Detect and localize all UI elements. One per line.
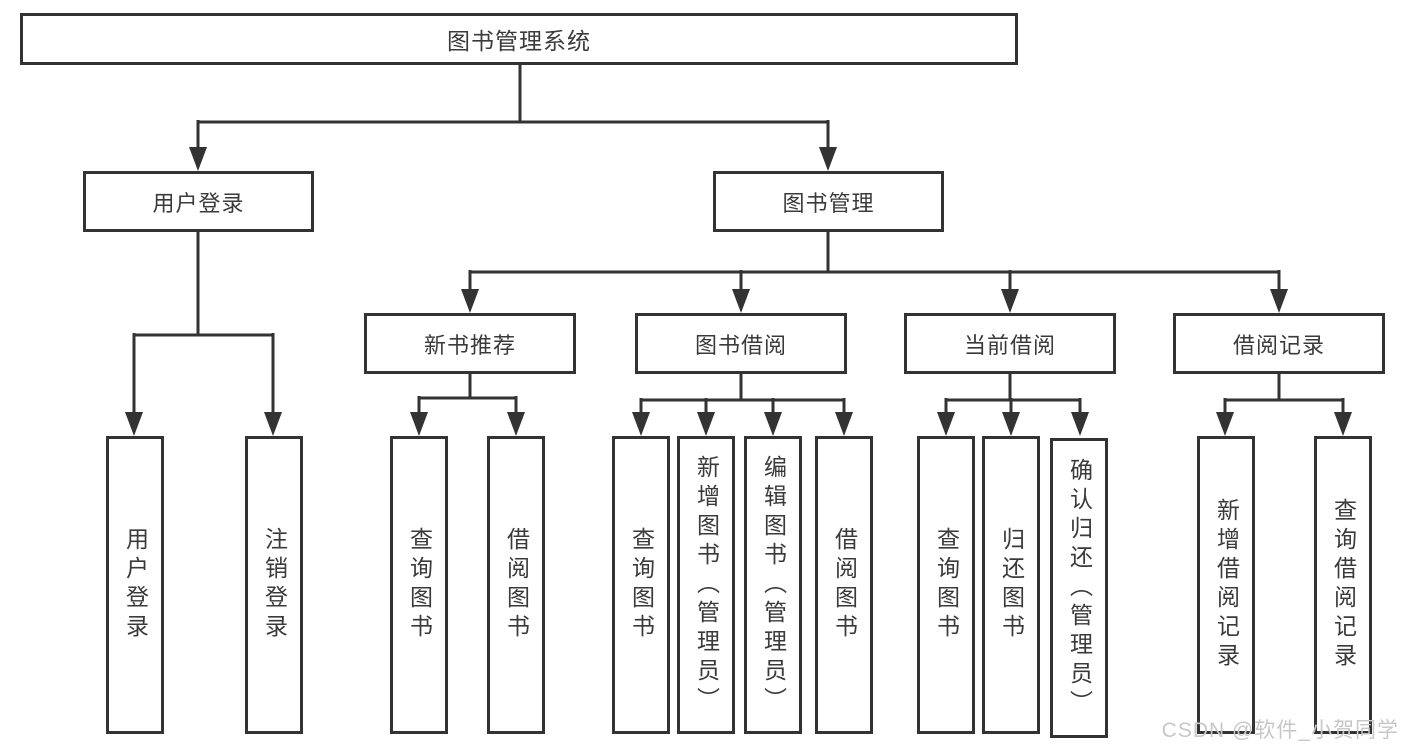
leaf-query-books-1-label: 查询图书 — [406, 527, 433, 643]
leaf-logout-label: 注销登录 — [261, 527, 288, 643]
leaf-edit-books-admin-label: 编辑图书（管理员） — [760, 454, 787, 716]
leaf-user-login-label: 用户登录 — [122, 527, 149, 643]
leaf-query-books-2: 查询图书 — [612, 436, 670, 734]
node-new-book-recommend: 新书推荐 — [364, 313, 576, 374]
leaf-query-books-3-label: 查询图书 — [933, 527, 960, 643]
leaf-borrow-books-1-label: 借阅图书 — [503, 527, 530, 643]
leaf-edit-books-admin: 编辑图书（管理员） — [744, 436, 802, 734]
leaf-query-borrow-record: 查询借阅记录 — [1314, 436, 1372, 734]
leaf-borrow-books-1: 借阅图书 — [487, 436, 545, 734]
leaf-query-books-1: 查询图书 — [390, 436, 448, 734]
leaf-add-borrow-record: 新增借阅记录 — [1197, 436, 1255, 734]
leaf-logout: 注销登录 — [245, 436, 303, 734]
leaf-query-books-3: 查询图书 — [917, 436, 975, 734]
node-root-system: 图书管理系统 — [20, 13, 1018, 65]
node-book-management: 图书管理 — [713, 171, 944, 232]
leaf-add-books-admin: 新增图书（管理员） — [677, 436, 735, 734]
leaf-borrow-books-2-label: 借阅图书 — [831, 527, 858, 643]
leaf-confirm-return-admin: 确认归还（管理员） — [1050, 438, 1108, 738]
leaf-add-borrow-record-label: 新增借阅记录 — [1213, 498, 1240, 672]
leaf-add-books-admin-label: 新增图书（管理员） — [693, 454, 720, 716]
leaf-return-books-label: 归还图书 — [998, 527, 1025, 643]
node-current-borrowing: 当前借阅 — [904, 313, 1116, 374]
leaf-user-login: 用户登录 — [106, 436, 164, 734]
leaf-query-borrow-record-label: 查询借阅记录 — [1330, 498, 1357, 672]
node-borrowing-records: 借阅记录 — [1173, 313, 1385, 374]
leaf-confirm-return-admin-label: 确认归还（管理员） — [1066, 457, 1093, 719]
node-user-login: 用户登录 — [83, 171, 314, 232]
leaf-return-books: 归还图书 — [982, 436, 1040, 734]
leaf-query-books-2-label: 查询图书 — [628, 527, 655, 643]
node-book-borrowing: 图书借阅 — [635, 313, 847, 374]
leaf-borrow-books-2: 借阅图书 — [815, 436, 873, 734]
